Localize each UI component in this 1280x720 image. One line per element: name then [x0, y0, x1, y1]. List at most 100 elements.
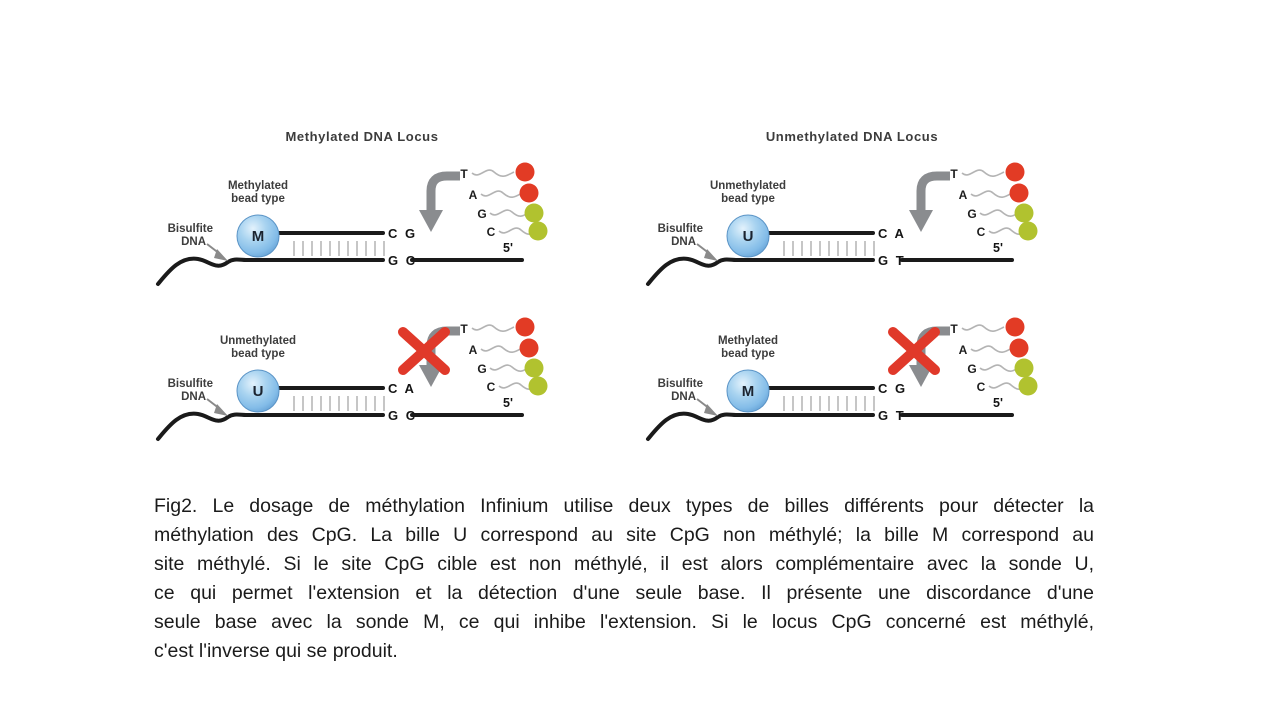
- bead-label-line1: Unmethylated: [220, 335, 296, 347]
- dye-linker: [979, 364, 1021, 372]
- nucleotide-letter-t: T: [950, 167, 958, 181]
- nucleotide-letter-g: G: [477, 362, 486, 376]
- no-extension-x-icon: [398, 327, 450, 375]
- caption-line: seule base avec la sonde M, ce qui inhib…: [154, 611, 1094, 633]
- dna-label-line2: DNA: [671, 236, 696, 248]
- hybridization-ticks: [293, 241, 385, 256]
- dye-linker: [471, 324, 515, 332]
- bead-label-line1: Methylated: [718, 335, 778, 347]
- caption-line: ce qui permet l'extension et la détectio…: [154, 582, 1094, 604]
- nucleotide-letter-c: C: [977, 225, 986, 239]
- bisulfite-dna-strand: [646, 411, 875, 441]
- red-dye-circle: [519, 338, 539, 358]
- dna-pointer-arrowhead: [214, 249, 228, 261]
- dye-linker: [471, 169, 515, 177]
- dye-linker: [961, 169, 1005, 177]
- dna-label-line2: DNA: [181, 236, 206, 248]
- green-dye-circle: [524, 203, 544, 223]
- bisulfite-dna-strand: [646, 256, 875, 286]
- dna-label-line1: Bisulfite: [168, 378, 213, 390]
- green-dye-circle: [528, 221, 548, 241]
- target-bases: G T: [878, 408, 906, 423]
- panel-u-bead-blocked: C A G C 5' Bisulfite DNA Unmethylated be…: [156, 317, 548, 441]
- probe-bases: C A: [388, 381, 416, 396]
- nucleotide-letter-g: G: [477, 207, 486, 221]
- probe-bases: C A: [878, 226, 906, 241]
- green-dye-circle: [1014, 203, 1034, 223]
- dye-linker: [489, 364, 531, 372]
- bead: [236, 369, 280, 413]
- extension-arrowhead-icon: [419, 365, 443, 387]
- five-prime-label: 5': [993, 241, 1003, 255]
- bead-label-line2: bead type: [721, 193, 775, 205]
- probe-bases: C G: [878, 381, 907, 396]
- hybridization-ticks: [783, 241, 875, 256]
- nucleotide-letter-g: G: [967, 362, 976, 376]
- caption-line: méthylation des CpG. La bille U correspo…: [154, 524, 1094, 546]
- bisulfite-dna-strand: [156, 256, 385, 286]
- nucleotide-pool: T A G C: [950, 317, 1038, 396]
- dye-linker: [480, 345, 523, 353]
- panel-unmethylated-locus-u-bead: Unmethylated DNA Locus C A G T 5' Bisulf…: [646, 129, 1038, 286]
- red-dye-circle: [515, 162, 535, 182]
- dye-linker: [970, 345, 1013, 353]
- dye-linker: [961, 324, 1005, 332]
- nucleotide-pool: T A G C: [460, 162, 548, 241]
- dna-label-line1: Bisulfite: [168, 223, 213, 235]
- nucleotide-letter-c: C: [977, 380, 986, 394]
- dna-label-line1: Bisulfite: [658, 378, 703, 390]
- probe-bases: C G: [388, 226, 417, 241]
- bead-label-line1: Unmethylated: [710, 180, 786, 192]
- bead: [726, 214, 770, 258]
- nucleotide-letter-t: T: [950, 322, 958, 336]
- red-dye-circle: [1005, 317, 1025, 337]
- panel-title: Unmethylated DNA Locus: [766, 129, 938, 144]
- hybridization-ticks: [293, 396, 385, 411]
- bead-label-line2: bead type: [231, 348, 285, 360]
- bead: [726, 369, 770, 413]
- extension-arrowhead-icon: [909, 210, 933, 232]
- dna-label-line2: DNA: [181, 391, 206, 403]
- red-dye-circle: [1009, 338, 1029, 358]
- extension-arrow-icon: [426, 171, 460, 212]
- nucleotide-letter-a: A: [959, 343, 968, 357]
- dna-label-line2: DNA: [671, 391, 696, 403]
- bead-letter: U: [253, 383, 264, 400]
- caption-line: site méthylé. Si le site CpG cible est n…: [154, 553, 1094, 575]
- dna-label-line1: Bisulfite: [658, 223, 703, 235]
- panel-title: Methylated DNA Locus: [285, 129, 438, 144]
- dye-linker: [489, 209, 531, 217]
- extension-arrowhead-icon: [419, 210, 443, 232]
- nucleotide-letter-t: T: [460, 167, 468, 181]
- red-dye-circle: [515, 317, 535, 337]
- target-bases: G C: [388, 408, 417, 423]
- bead-label-line1: Methylated: [228, 180, 288, 192]
- dye-linker: [970, 190, 1013, 198]
- nucleotide-pool: T A G C: [460, 317, 548, 396]
- nucleotide-letter-a: A: [959, 188, 968, 202]
- nucleotide-letter-t: T: [460, 322, 468, 336]
- no-extension-x-icon: [888, 327, 940, 375]
- dna-pointer-arrowhead: [704, 249, 718, 261]
- figure-caption: Fig2. Le dosage de méthylation Infinium …: [154, 492, 1094, 666]
- five-prime-label: 5': [993, 396, 1003, 410]
- red-dye-circle: [1009, 183, 1029, 203]
- dna-pointer-arrowhead: [704, 404, 718, 416]
- red-dye-circle: [1005, 162, 1025, 182]
- panel-m-bead-blocked: C G G T 5' Bisulfite DNA Methylated bead…: [646, 317, 1038, 441]
- caption-line: c'est l'inverse qui se produit.: [154, 640, 398, 662]
- red-dye-circle: [519, 183, 539, 203]
- target-bases: G T: [878, 253, 906, 268]
- bead-label-line2: bead type: [231, 193, 285, 205]
- nucleotide-letter-c: C: [487, 380, 496, 394]
- bead-label-line2: bead type: [721, 348, 775, 360]
- nucleotide-letter-a: A: [469, 343, 478, 357]
- dye-linker: [979, 209, 1021, 217]
- green-dye-circle: [1018, 376, 1038, 396]
- nucleotide-letter-g: G: [967, 207, 976, 221]
- green-dye-circle: [1014, 358, 1034, 378]
- panel-methylated-locus-m-bead: Methylated DNA Locus C G G C 5' Bisulfit…: [156, 129, 548, 286]
- green-dye-circle: [524, 358, 544, 378]
- dna-pointer-arrowhead: [214, 404, 228, 416]
